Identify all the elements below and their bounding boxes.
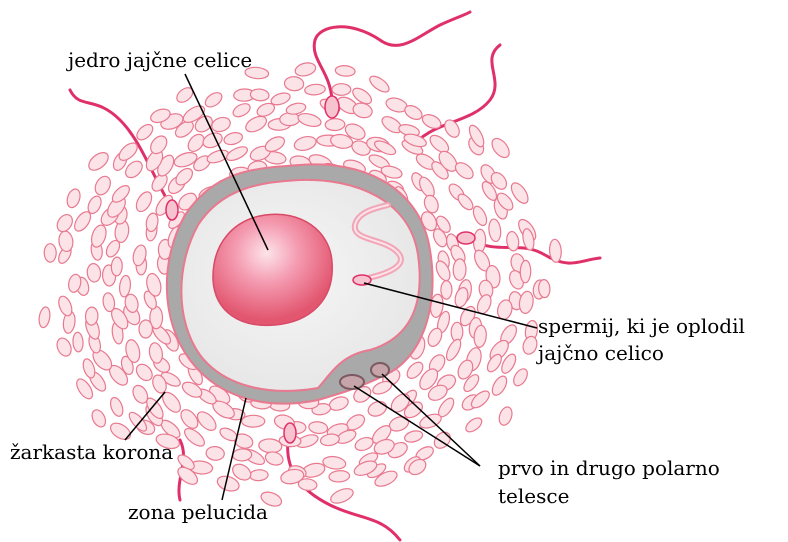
corona-cell (488, 218, 502, 242)
sperm-tail-right (470, 240, 600, 263)
corona-cell (85, 307, 98, 326)
corona-cell (308, 421, 328, 435)
corona-cell (379, 113, 404, 136)
corona-cell (293, 134, 318, 152)
corona-cell (108, 396, 125, 418)
corona-cell (444, 337, 464, 362)
polar-body-first (340, 375, 364, 389)
corona-cell (497, 405, 514, 427)
corona-cell (322, 455, 346, 470)
label-corona-radiata: žarkasta korona (10, 440, 173, 464)
corona-cell (54, 336, 73, 358)
corona-cell (325, 118, 345, 131)
corona-cell (280, 113, 300, 126)
corona-cell (433, 259, 452, 283)
corona-cell (133, 361, 155, 383)
sperm-head-top-left (166, 200, 178, 220)
label-polar-bodies-line-1: prvo in drugo polarno (498, 456, 720, 480)
corona-cell (297, 111, 323, 129)
corona-cell (521, 335, 539, 356)
corona-cell (320, 433, 341, 447)
egg-nucleus (213, 214, 332, 325)
corona-cell (294, 61, 317, 78)
corona-cell (489, 374, 509, 398)
label-sperm-line-1: spermij, ki je oplodil (538, 314, 745, 338)
corona-cell (332, 84, 351, 96)
corona-cell (511, 366, 530, 388)
corona-cell (335, 65, 356, 77)
corona-cell (54, 212, 75, 235)
corona-cell (147, 133, 170, 157)
corona-cell (329, 470, 350, 483)
corona-cell (329, 486, 356, 506)
corona-cell (489, 135, 513, 160)
corona-cell (231, 101, 252, 119)
corona-cell (353, 435, 375, 453)
label-polar-bodies-line-2: telesce (498, 484, 569, 508)
corona-cell (471, 204, 490, 227)
polar-body-second (371, 363, 389, 377)
corona-cell (250, 88, 270, 102)
corona-cell (431, 429, 453, 451)
corona-cell (223, 131, 244, 147)
corona-cell (366, 399, 389, 419)
corona-cell (451, 322, 463, 342)
sperm-head-bottom (284, 423, 296, 443)
corona-cell (133, 189, 154, 214)
corona-cell (403, 429, 424, 444)
label-egg-nucleus: jedro jajčne celice (68, 48, 252, 72)
corona-cell (182, 425, 208, 449)
corona-cell (518, 290, 535, 314)
corona-cell (139, 320, 153, 338)
corona-cell (367, 73, 392, 95)
corona-cell (270, 91, 292, 107)
label-sperm-line-2: jajčno celico (538, 341, 664, 365)
corona-cell (102, 292, 116, 312)
corona-cell (328, 395, 350, 413)
corona-cell (441, 281, 452, 300)
corona-cell (72, 332, 83, 352)
corona-cell (38, 306, 52, 328)
corona-cell (284, 76, 304, 91)
corona-cell (58, 230, 74, 252)
corona-cell (44, 244, 56, 263)
corona-cell (242, 415, 265, 427)
corona-cell (111, 257, 123, 276)
corona-cell (203, 90, 225, 110)
corona-cell (232, 448, 252, 461)
corona-cell (92, 174, 113, 198)
corona-cell (210, 115, 232, 134)
corona-cell (249, 469, 268, 481)
corona-cell (134, 122, 156, 143)
corona-cell (463, 415, 484, 434)
sperm-head-top-center (325, 96, 339, 118)
corona-cell (86, 263, 101, 283)
corona-cell (304, 83, 325, 95)
corona-cell (89, 408, 108, 430)
corona-cell (225, 144, 250, 163)
corona-cell (453, 259, 466, 281)
sperm-head-right (457, 232, 475, 244)
label-zona-pellucida: zona pelucida (128, 500, 268, 524)
corona-cell (206, 446, 225, 461)
corona-cell (520, 260, 531, 283)
corona-cell (86, 149, 112, 173)
corona-cell (65, 187, 82, 209)
